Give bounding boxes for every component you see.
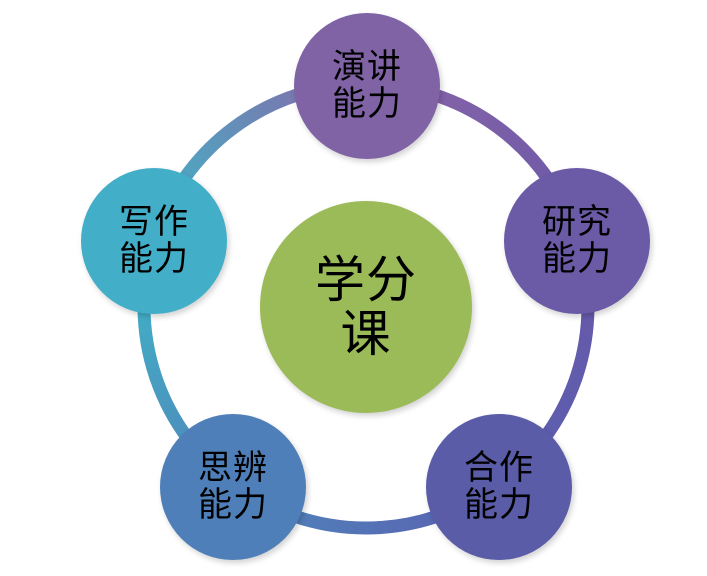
node-label-line-1: 思辨 xyxy=(198,448,268,489)
node-label-line-2: 能力 xyxy=(542,239,612,279)
node-speech-ability: 演讲 能力 xyxy=(294,13,440,159)
node-research-ability: 研究 能力 xyxy=(504,168,650,314)
node-label-line-2: 能力 xyxy=(119,239,189,279)
node-label-line-1: 写作 xyxy=(119,202,189,243)
node-label-line-2: 能力 xyxy=(198,485,268,525)
center-label-line-2: 课 xyxy=(340,305,392,363)
node-label-line-2: 能力 xyxy=(332,84,402,124)
node-writing-ability: 写作 能力 xyxy=(81,168,227,314)
node-label-line-1: 演讲 xyxy=(332,47,402,88)
node-teamwork-ability: 合作 能力 xyxy=(426,414,572,560)
node-critical-thinking-ability: 思辨 能力 xyxy=(160,414,306,560)
center-label-line-1: 学分 xyxy=(315,251,417,309)
node-label-line-2: 能力 xyxy=(464,485,534,525)
center-node-credit-course: 学分 课 xyxy=(260,201,472,413)
node-label-line-1: 研究 xyxy=(542,202,612,243)
node-label-line-1: 合作 xyxy=(464,448,534,489)
